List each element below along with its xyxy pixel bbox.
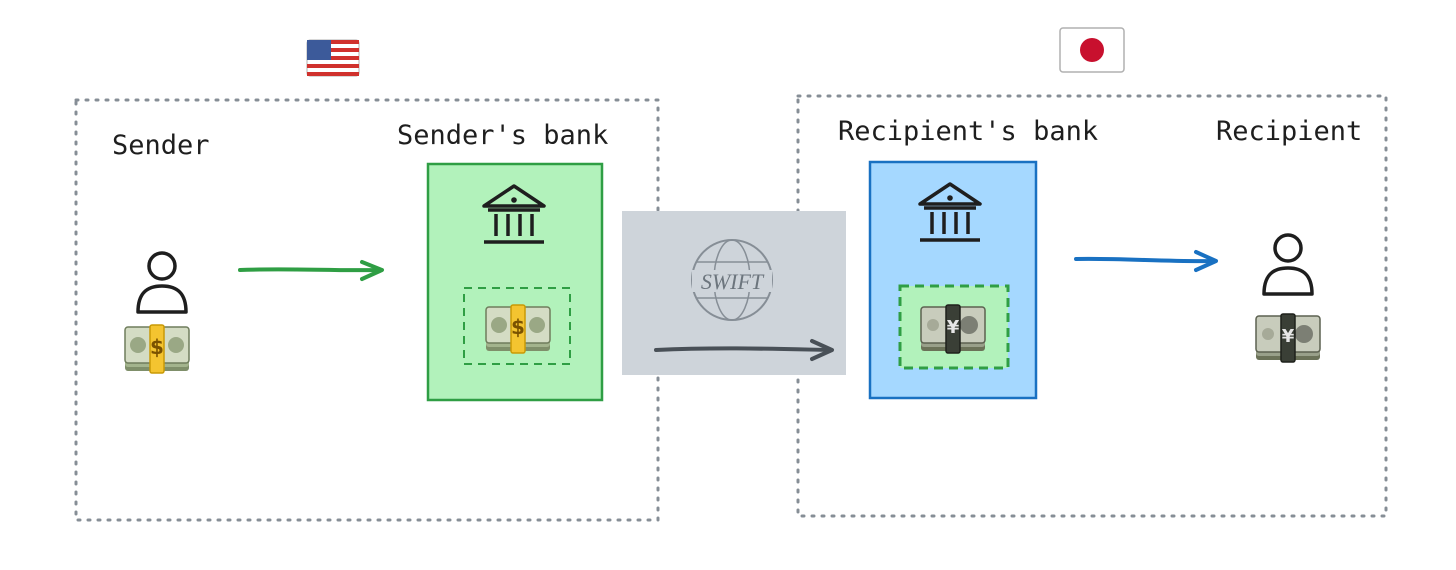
japan-flag [1059,27,1125,73]
swift-transfer-arrow [654,339,834,361]
sender-usd-symbol: $ [150,335,164,359]
recipient-bank-jpy-symbol: ¥ [947,317,960,338]
sender-bank-box [426,162,604,402]
sender-bank-label: Sender's bank [397,120,608,151]
recipient-label: Recipient [1216,116,1362,147]
sender-bank-holding-box [463,287,571,365]
recipient-bank-label: Recipient's bank [838,116,1098,147]
us-flag [306,39,360,77]
sender-bank-usd-symbol: $ [511,315,525,339]
recipient-country-box [796,94,1388,518]
recipient-jpy-symbol: ¥ [1282,326,1295,347]
swift-label: SWIFT [701,269,765,294]
bank-to-recipient-arrow [1074,250,1218,272]
swift-logo-icon [691,239,773,321]
sender-to-bank-arrow [238,260,384,281]
recipient-person-icon [1262,233,1314,296]
sender-label: Sender [112,130,210,161]
sender-person-icon [136,251,188,314]
